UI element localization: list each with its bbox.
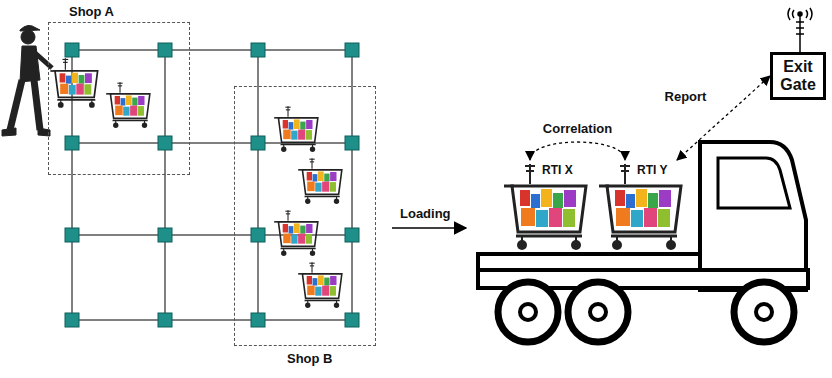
cart-symbol	[599, 164, 681, 250]
gate-label: Exit Gate	[775, 58, 821, 94]
gate-antenna	[788, 8, 812, 52]
truck	[478, 142, 808, 342]
shop-grid	[72, 50, 352, 320]
reader-node	[345, 228, 359, 242]
cart-symbol	[504, 164, 586, 250]
worker-leg	[34, 80, 40, 130]
grid-line	[258, 50, 259, 320]
antenna-bar	[796, 21, 804, 23]
antenna-bar	[796, 27, 804, 29]
worker-leg	[10, 80, 22, 130]
reader-node	[65, 43, 79, 57]
reader-node	[158, 136, 172, 150]
rti-cart	[106, 82, 150, 128]
antenna-mast	[799, 14, 801, 52]
rti-cart	[274, 106, 318, 152]
rti-cart	[274, 210, 318, 256]
worker-arm	[34, 52, 52, 68]
signal-link	[530, 142, 625, 160]
grid-line	[165, 50, 166, 320]
edge-label: Report	[663, 89, 709, 104]
truck-cabin	[700, 142, 806, 290]
antenna-bar	[796, 33, 804, 35]
shop-region: Shop A	[48, 22, 190, 175]
rti-label: RTI X	[542, 163, 573, 177]
truck-wheel	[498, 282, 558, 342]
reader-node	[158, 228, 172, 242]
truck-wheel	[568, 282, 628, 342]
loading-arrow	[392, 227, 466, 229]
antenna-tip	[798, 12, 802, 16]
region-title: Shop B	[287, 351, 333, 367]
grid-line	[352, 50, 353, 320]
reader-node	[158, 43, 172, 57]
wheel-hub	[756, 304, 772, 320]
truck-bed	[478, 254, 700, 270]
edge-label: Correlation	[541, 121, 614, 136]
rti-cart	[50, 58, 97, 108]
reader-node	[345, 43, 359, 57]
rti-cart	[298, 158, 342, 204]
region-title: Shop A	[69, 4, 114, 20]
rti-cart: RTI Y	[595, 160, 685, 252]
reader-node	[65, 228, 79, 242]
worker-shoe	[2, 128, 16, 136]
grid-line	[72, 320, 352, 321]
wheel-hub	[520, 304, 536, 320]
grid-line	[72, 50, 352, 51]
worker-head	[21, 30, 35, 44]
reader-node	[251, 313, 265, 327]
reader-node	[65, 313, 79, 327]
reader-node	[345, 313, 359, 327]
reader-node	[251, 43, 265, 57]
rti-cart: RTI X	[500, 160, 590, 252]
shop-region: Shop B	[234, 86, 376, 346]
truck-wheel	[734, 282, 794, 342]
reader-node	[251, 228, 265, 242]
flow-label: Loading	[400, 206, 451, 221]
reader-node	[65, 136, 79, 150]
radio-waves	[788, 8, 812, 20]
reader-node	[251, 136, 265, 150]
exit-gate-box: Exit Gate	[770, 52, 826, 100]
truck-window	[718, 158, 790, 208]
reader-node	[345, 136, 359, 150]
wheel-hub	[590, 304, 606, 320]
worker-figure	[2, 25, 52, 136]
rti-label: RTI Y	[637, 163, 667, 177]
reader-node	[158, 313, 172, 327]
rti-cart	[298, 262, 342, 308]
